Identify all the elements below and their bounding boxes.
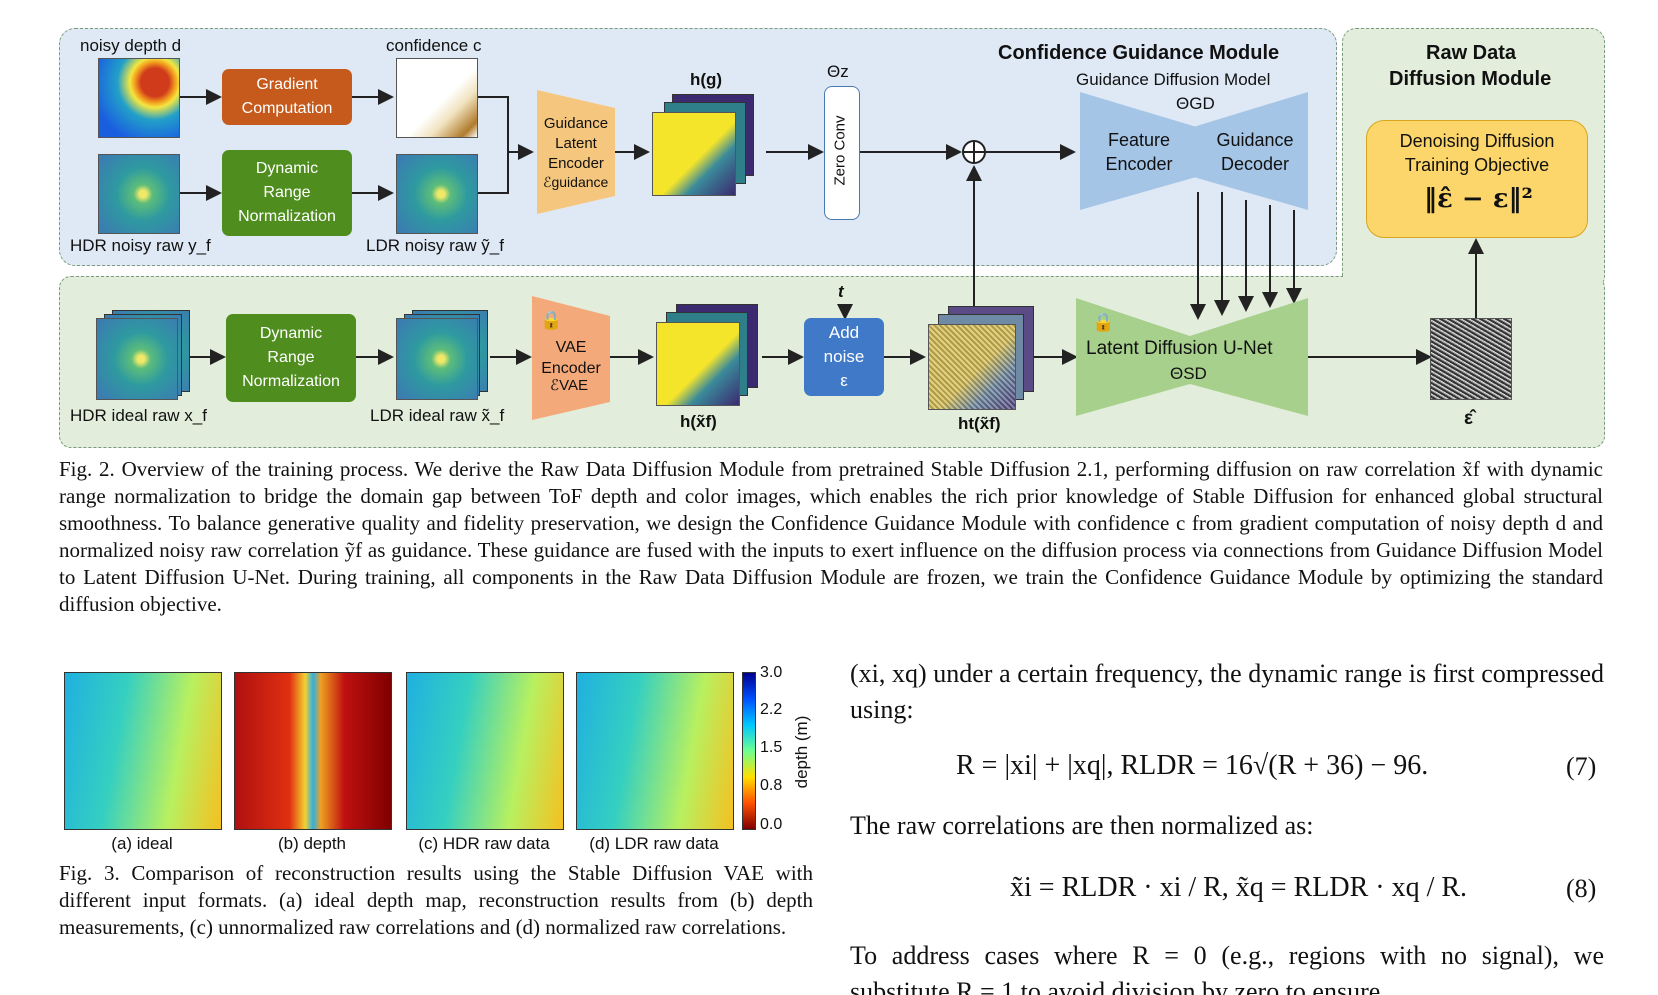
gradient-computation-box: Gradient Computation bbox=[222, 69, 352, 125]
theta-sd-label: ΘSD bbox=[1170, 364, 1207, 383]
eps-hat-label: ε̂ bbox=[1464, 408, 1474, 429]
ht-noisy-latent-image bbox=[928, 324, 1016, 410]
drn-box-bottom: Dynamic Range Normalization bbox=[226, 314, 356, 402]
hdr-ideal-raw-image bbox=[96, 318, 178, 400]
guidance-encoder-label: Guidance Latent Encoder bbox=[543, 115, 609, 172]
lock-icon-unet: 🔒 bbox=[1092, 312, 1115, 332]
cgm-title: Confidence Guidance Module bbox=[998, 42, 1280, 64]
hdr-noisy-label: HDR noisy raw y_f bbox=[70, 236, 211, 255]
feature-encoder-label: Feature Encoder bbox=[1105, 130, 1173, 174]
guidance-encoder-symbol: ℰguidance bbox=[543, 174, 609, 190]
zero-conv-box bbox=[824, 86, 860, 220]
ldr-ideal-raw-image bbox=[396, 318, 478, 400]
ldr-noisy-raw-image bbox=[396, 154, 478, 234]
hdr-ideal-label: HDR ideal raw x_f bbox=[70, 406, 207, 425]
panel-seam bbox=[1343, 262, 1602, 292]
depth-colorbar bbox=[742, 672, 756, 830]
unet-title: Latent Diffusion U-Net bbox=[1086, 338, 1273, 359]
diagram-arrows bbox=[180, 89, 1484, 420]
rdm-title-line2: Diffusion Module bbox=[1389, 68, 1552, 90]
equation-8-number: (8) bbox=[1566, 874, 1597, 903]
ldr-noisy-label: LDR noisy raw ỹ_f bbox=[366, 236, 504, 255]
objective-formula: ‖ε̂ − ε‖² bbox=[1424, 184, 1533, 214]
fig3-caption: Fig. 3. Comparison of reconstruction res… bbox=[59, 861, 813, 939]
body-paragraph-3: To address cases where R = 0 (e.g., regi… bbox=[850, 941, 1604, 995]
colorbar-tick: 2.2 bbox=[760, 701, 783, 718]
fig3-label-b: (b) depth bbox=[277, 834, 347, 853]
ldr-ideal-label: LDR ideal raw x̃_f bbox=[370, 406, 505, 425]
colorbar-tick: 0.8 bbox=[760, 777, 783, 794]
t-label: t bbox=[838, 282, 844, 301]
body-paragraph-1: (xi, xq) under a certain frequency, the … bbox=[850, 659, 1604, 724]
theta-gd-label: ΘGD bbox=[1176, 94, 1215, 113]
theta-z-label: Θz bbox=[827, 62, 849, 81]
fig3-label-d: (d) LDR raw data bbox=[589, 834, 719, 853]
colorbar-tick: 1.5 bbox=[760, 739, 783, 756]
body-paragraph-2: The raw correlations are then normalized… bbox=[850, 811, 1314, 840]
equation-7-number: (7) bbox=[1566, 752, 1597, 781]
equation-8: x̃i = RLDR · xi / R, x̃q = RLDR · xq / R… bbox=[1010, 872, 1468, 903]
confidence-image bbox=[396, 58, 478, 138]
hg-latent-image bbox=[652, 112, 736, 196]
colorbar-tick: 3.0 bbox=[760, 664, 783, 681]
colorbar-tick: 0.0 bbox=[760, 816, 783, 833]
fig2-caption: Fig. 2. Overview of the training process… bbox=[59, 457, 1603, 616]
unet-shape bbox=[1076, 298, 1308, 416]
lock-icon-vae: 🔒 bbox=[540, 310, 563, 330]
guidance-decoder-label: Guidance Decoder bbox=[1216, 130, 1294, 174]
fig3-image-depth bbox=[234, 672, 392, 830]
eps-hat-image bbox=[1430, 318, 1512, 400]
hx-latent-image bbox=[656, 322, 740, 406]
rdm-title-line1: Raw Data bbox=[1426, 42, 1517, 64]
guidance-encoder-shape bbox=[537, 90, 615, 214]
guidance-decoder-shape bbox=[1190, 92, 1308, 210]
drn-box-top: Dynamic Range Normalization bbox=[222, 150, 352, 236]
confidence-label: confidence c bbox=[386, 36, 482, 55]
vae-encoder-symbol: ℰVAE bbox=[550, 377, 588, 394]
equation-7: R = |xi| + |xq|, RLDR = 16√(R + 36) − 96… bbox=[956, 750, 1429, 781]
fig3-image-ideal bbox=[64, 672, 222, 830]
vae-encoder-shape bbox=[532, 296, 610, 420]
feature-encoder-shape bbox=[1080, 92, 1200, 210]
gdm-title: Guidance Diffusion Model bbox=[1076, 70, 1271, 89]
noisy-depth-image bbox=[98, 58, 180, 138]
fig3-image-hdr bbox=[406, 672, 564, 830]
objective-box: Denoising Diffusion Training Objective bbox=[1366, 120, 1588, 238]
zero-conv-label: Zero Conv bbox=[831, 115, 849, 186]
hdr-noisy-raw-image bbox=[98, 154, 180, 234]
ht-label: ht(x̃f) bbox=[958, 414, 1001, 433]
add-noise-box: Add noise ε bbox=[804, 318, 884, 396]
fig3-label-c: (c) HDR raw data bbox=[418, 834, 550, 853]
hg-label: h(g) bbox=[690, 70, 723, 89]
fig3-label-a: (a) ideal bbox=[111, 834, 173, 853]
colorbar-label: depth (m) bbox=[792, 715, 811, 789]
vae-encoder-label: VAE Encoder bbox=[541, 339, 601, 377]
noisy-depth-label: noisy depth d bbox=[80, 36, 182, 55]
fig3-image-ldr bbox=[576, 672, 734, 830]
hx-label: h(x̃f) bbox=[680, 412, 717, 431]
